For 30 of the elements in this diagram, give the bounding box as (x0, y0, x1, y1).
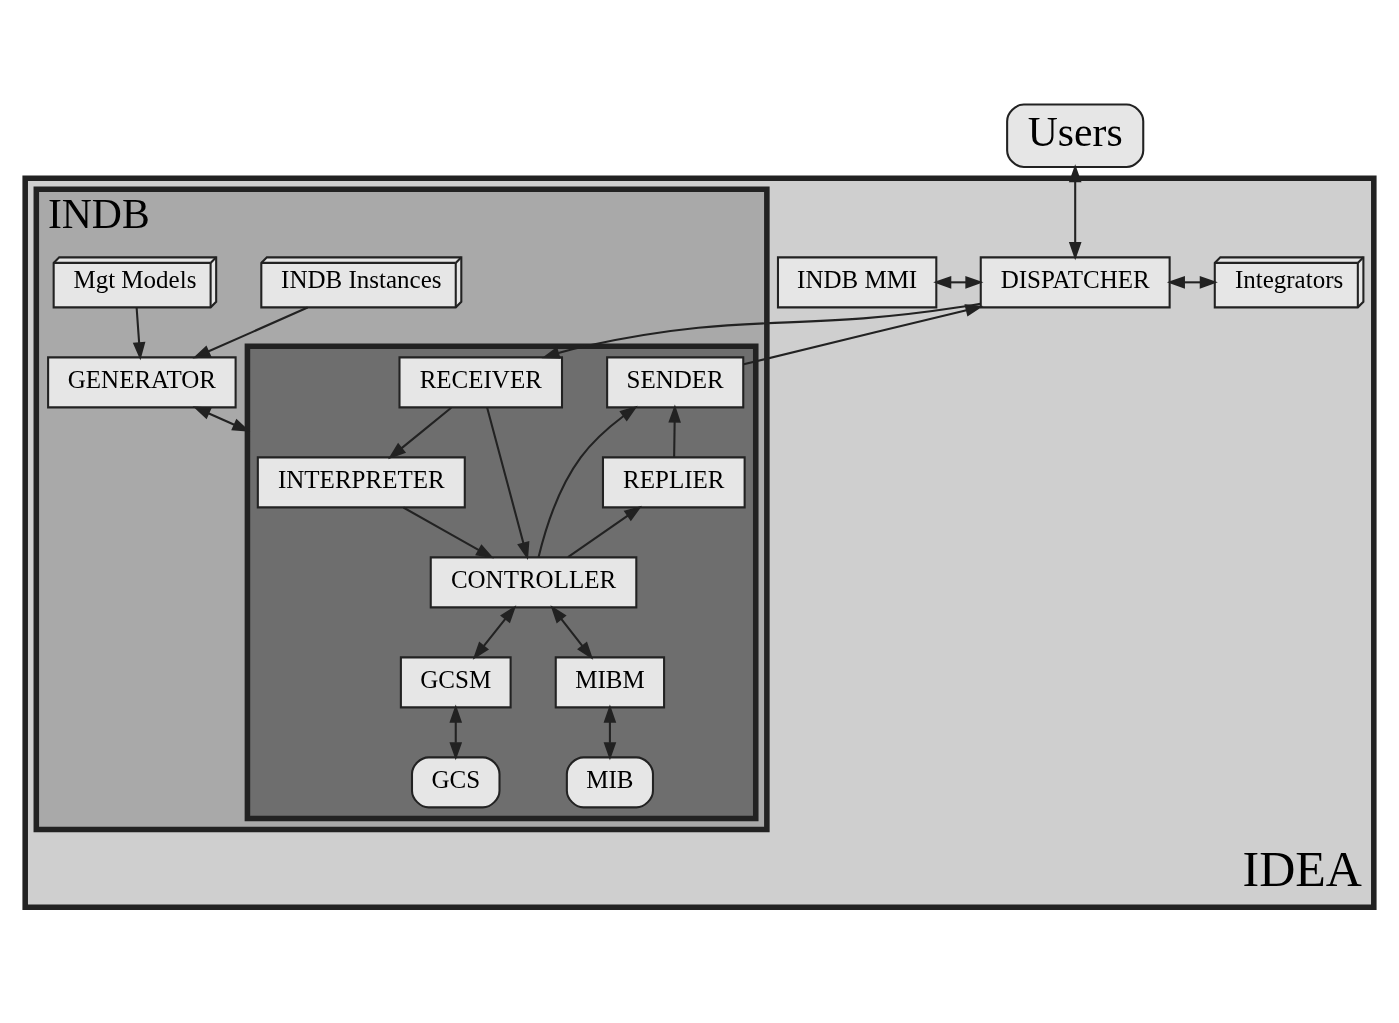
arrow (567, 505, 643, 558)
node-box: MIB (565, 756, 654, 809)
node-box: INDB MMI (776, 256, 938, 309)
arrow (933, 276, 984, 289)
arrow (743, 304, 984, 366)
arrow (1166, 276, 1218, 289)
arrow (550, 605, 594, 660)
arrow (541, 302, 981, 359)
node-box: GCS (410, 756, 501, 809)
node-box: SENDER (606, 356, 745, 409)
arrow (132, 307, 146, 361)
arrow (449, 704, 463, 761)
node-box: REPLIER (601, 456, 746, 509)
arrow (192, 306, 309, 359)
node-box: DISPATCHER (979, 256, 1171, 309)
node-box: GCSM (399, 656, 512, 709)
node-box: MIBM (554, 656, 666, 709)
arrow (537, 405, 638, 558)
arrow (486, 407, 530, 561)
node-box: GENERATOR (47, 356, 237, 409)
node-box: INTERPRETER (256, 456, 466, 509)
arrow (388, 406, 452, 460)
node-box: Users (1006, 103, 1145, 169)
arrow (1068, 164, 1082, 261)
arrow (603, 704, 617, 761)
arrow (402, 506, 494, 559)
node-box: RECEIVER (398, 356, 564, 409)
node-box: CONTROLLER (429, 556, 638, 609)
arrow (472, 605, 517, 660)
arrow (668, 404, 681, 458)
